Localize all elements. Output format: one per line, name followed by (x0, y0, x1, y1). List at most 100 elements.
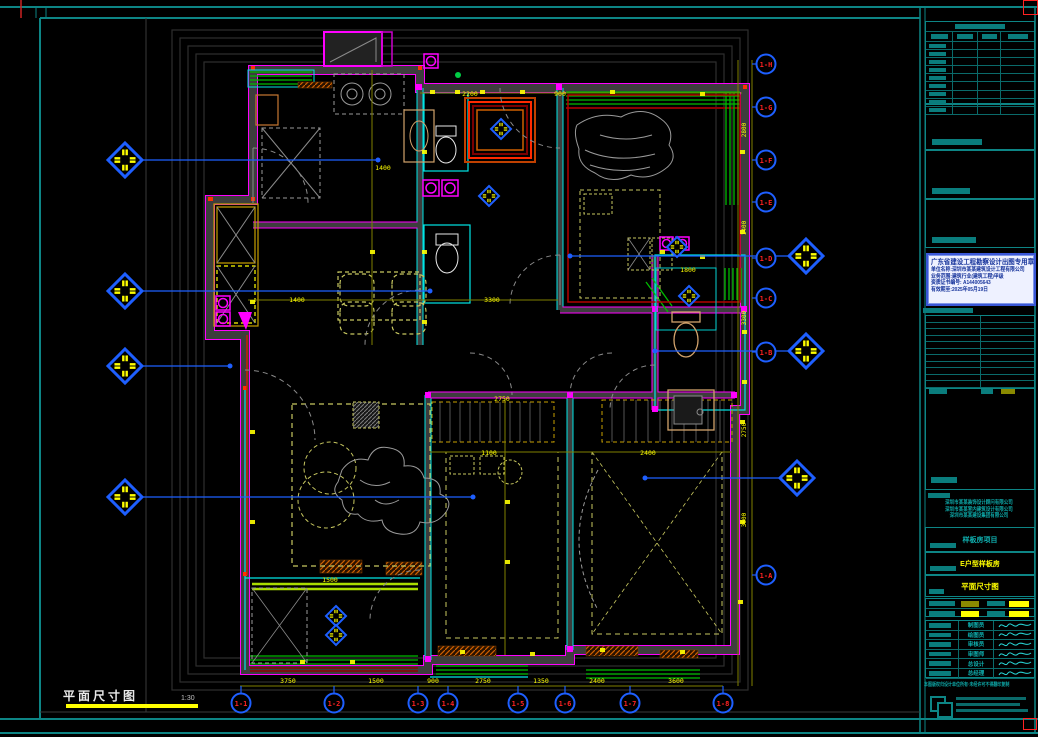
entry-mat (455, 72, 741, 303)
revision-row (926, 42, 1034, 51)
signature-row: 绘图员 (926, 630, 1034, 641)
logo-icon-2 (937, 702, 953, 718)
unit-name: E户型样板房 (960, 560, 1000, 568)
project-name-box: 样板房项目 (925, 527, 1035, 552)
signature-scribble (994, 669, 1034, 678)
signature-row: 审图师 (926, 649, 1034, 660)
svg-text:1-5: 1-5 (512, 700, 525, 708)
reg-mark-top-right (1023, 0, 1038, 15)
drawing-name-box: 平面尺寸图 (925, 575, 1035, 597)
meta-rows (925, 598, 1035, 617)
drawing-scale: 1:30 (181, 695, 195, 702)
info-box-3 (925, 199, 1035, 248)
dim-ticks (250, 90, 747, 664)
svg-text:2750: 2750 (475, 677, 491, 685)
furniture (251, 73, 733, 664)
stamp-scope: 业务范围:建筑行业(建筑工程)甲级 (931, 273, 1004, 280)
spec-row (926, 355, 1034, 362)
spec-row (926, 361, 1034, 368)
spec-row (926, 374, 1034, 381)
drawing-name: 平面尺寸图 (961, 581, 999, 591)
dimension-lines (240, 60, 753, 687)
svg-text:1-H: 1-H (760, 61, 773, 69)
svg-text:2400: 2400 (640, 449, 656, 457)
signature-scribble (994, 659, 1034, 668)
elevator-shaft (213, 203, 259, 327)
spec-row (926, 316, 1034, 323)
svg-text:1-D: 1-D (760, 255, 773, 263)
drawing-title-underline (66, 704, 198, 708)
stamp-caption-block (923, 308, 973, 313)
drawing-title: 平面尺寸图 (63, 689, 139, 703)
signature-role: 审图师 (967, 652, 985, 659)
revision-row (926, 98, 1034, 107)
company-2: 深圳市某某室内建筑设计有限公司 (945, 506, 1013, 513)
svg-text:1-C: 1-C (760, 295, 773, 303)
svg-text:2200: 2200 (462, 90, 478, 98)
section-label-block (928, 493, 950, 498)
signature-scribble (994, 640, 1034, 649)
signature-scribble (994, 650, 1034, 659)
spec-row (926, 342, 1034, 349)
company-3: 深圳市某某建设集团有限公司 (949, 513, 1009, 519)
stamp-unit: 单位名称:深圳市某某建筑设计工程有限公司 (931, 267, 1025, 273)
svg-text:1-G: 1-G (760, 104, 773, 112)
reg-mark-bottom-right (1023, 718, 1037, 730)
company-list: 深圳市某某装饰设计顾问有限公司 深圳市某某室内建筑设计有限公司 深圳市某某建设集… (922, 500, 1036, 520)
signature-role: 绘图员 (967, 632, 985, 639)
svg-text:1-E: 1-E (760, 199, 773, 207)
company-1: 深圳市某某装饰设计顾问有限公司 (945, 500, 1013, 506)
svg-text:1800: 1800 (680, 266, 696, 274)
revision-row (926, 74, 1034, 83)
signature-row: 制图员 (926, 621, 1034, 631)
svg-text:1500: 1500 (368, 677, 384, 685)
spec-row (926, 329, 1034, 336)
signature-role: 总设计 (967, 661, 985, 668)
revision-row (926, 50, 1034, 59)
signature-row: 审核员 (926, 640, 1034, 650)
signature-scribble (994, 630, 1034, 639)
title-block: 广东省建设工程勘察设计出图专用章 单位名称:深圳市某某建筑设计工程有限公司 业务… (920, 0, 1038, 737)
spec-row (926, 335, 1034, 342)
stamp-cert: 资质证书编号: A144005643 (931, 280, 991, 286)
svg-text:3600: 3600 (668, 677, 684, 685)
svg-text:1-7: 1-7 (624, 700, 637, 708)
svg-text:2750: 2750 (741, 422, 748, 437)
svg-text:1-A: 1-A (760, 572, 773, 580)
revision-table (925, 21, 1035, 115)
copyright-line: 本图版权归设计单位所有·未经许可不得翻印复制 (924, 682, 1010, 688)
svg-text:1350: 1350 (533, 677, 549, 685)
revision-row (926, 90, 1034, 99)
svg-text:3750: 3750 (280, 677, 296, 685)
qualification-stamp: 广东省建设工程勘察设计出图专用章 单位名称:深圳市某某建筑设计工程有限公司 业务… (926, 253, 1036, 306)
svg-text:1-8: 1-8 (717, 700, 730, 708)
signature-scribble (994, 621, 1034, 630)
svg-text:1500: 1500 (322, 576, 338, 584)
revision-row (926, 106, 1034, 115)
spec-row (926, 322, 1034, 329)
mid-table (925, 315, 1035, 394)
svg-text:3300: 3300 (484, 296, 500, 304)
signature-row: 总设计 (926, 659, 1034, 669)
svg-text:1-6: 1-6 (559, 700, 572, 708)
signature-row: 总经理 (926, 668, 1034, 679)
project-name: 样板房项目 (962, 536, 998, 544)
signature-role: 审核员 (967, 642, 985, 649)
svg-text:2400: 2400 (589, 677, 605, 685)
svg-text:3300: 3300 (741, 310, 748, 325)
unit-name-box: E户型样板房 (925, 552, 1035, 575)
svg-text:1-1: 1-1 (235, 700, 248, 708)
revision-row (926, 82, 1034, 91)
stair-shaft (323, 31, 393, 67)
stamp-title: 广东省建设工程勘察设计出图专用章 (931, 259, 1035, 266)
revision-row (926, 66, 1034, 75)
signature-role: 总经理 (967, 671, 985, 678)
door-arcs (244, 87, 656, 621)
apartment-walls (205, 65, 750, 678)
signature-role: 制图员 (967, 623, 985, 630)
logo-area (920, 692, 1038, 718)
